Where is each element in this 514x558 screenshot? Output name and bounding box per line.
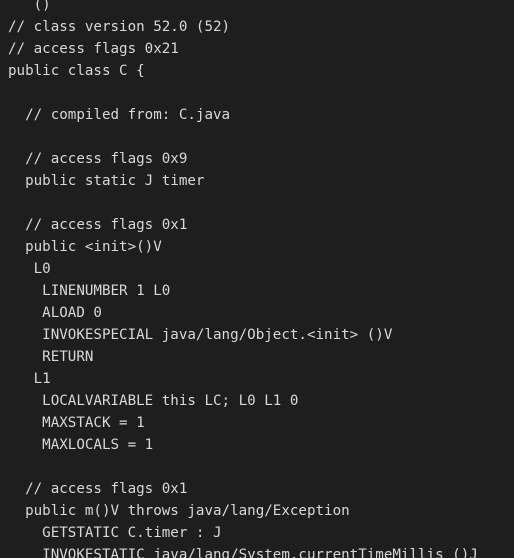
code-line-text: // access flags 0x9 <box>8 151 188 167</box>
code-line <box>8 456 478 478</box>
code-line-text: // access flags 0x1 <box>8 217 188 233</box>
code-line: ALOAD 0 <box>8 302 478 324</box>
code-line-text: LINENUMBER 1 L0 <box>8 283 171 299</box>
code-line-text: ALOAD 0 <box>8 305 102 321</box>
code-line-text: INVOKESTATIC java/lang/System.currentTim… <box>8 547 478 558</box>
code-line: // access flags 0x1 <box>8 478 478 500</box>
code-line-text: MAXLOCALS = 1 <box>8 437 154 453</box>
code-line <box>8 126 478 148</box>
code-line-text: RETURN <box>8 349 94 365</box>
code-line-text: public static J timer <box>8 173 205 189</box>
code-line: // compiled from: C.java <box>8 104 478 126</box>
code-line-text: public class C { <box>8 63 145 79</box>
code-line-text: // access flags 0x21 <box>8 41 179 57</box>
code-line-text: L0 <box>8 261 51 277</box>
code-line: INVOKESTATIC java/lang/System.currentTim… <box>8 544 478 558</box>
code-lines: () // class version 52.0 (52) // access … <box>8 0 478 558</box>
code-line: public static J timer <box>8 170 478 192</box>
code-line-text: INVOKESPECIAL java/lang/Object.<init> ()… <box>8 327 393 343</box>
code-line-text: // class version 52.0 (52) <box>8 19 231 35</box>
code-line: public m()V throws java/lang/Exception <box>8 500 478 522</box>
code-line: // class version 52.0 (52) <box>8 16 478 38</box>
code-line: public <init>()V <box>8 236 478 258</box>
code-line: () <box>8 0 478 16</box>
code-line: RETURN <box>8 346 478 368</box>
code-line-text: // access flags 0x1 <box>8 481 188 497</box>
code-line: LINENUMBER 1 L0 <box>8 280 478 302</box>
code-line: // access flags 0x1 <box>8 214 478 236</box>
code-line: GETSTATIC C.timer : J <box>8 522 478 544</box>
code-line: public class C { <box>8 60 478 82</box>
code-line-text: MAXSTACK = 1 <box>8 415 145 431</box>
code-line-text: public <init>()V <box>8 239 162 255</box>
code-line-text: // compiled from: C.java <box>8 107 231 123</box>
code-line <box>8 192 478 214</box>
code-line <box>8 82 478 104</box>
code-line: MAXSTACK = 1 <box>8 412 478 434</box>
code-line-text: LOCALVARIABLE this LC; L0 L1 0 <box>8 393 299 409</box>
code-line: L0 <box>8 258 478 280</box>
code-line-text: L1 <box>8 371 51 387</box>
code-line: L1 <box>8 368 478 390</box>
code-line: INVOKESPECIAL java/lang/Object.<init> ()… <box>8 324 478 346</box>
code-line: MAXLOCALS = 1 <box>8 434 478 456</box>
code-line-text: GETSTATIC C.timer : J <box>8 525 222 541</box>
code-line-text: () <box>8 0 51 13</box>
code-line: // access flags 0x9 <box>8 148 478 170</box>
code-line: // access flags 0x21 <box>8 38 478 60</box>
code-line-text: public m()V throws java/lang/Exception <box>8 503 350 519</box>
code-line: LOCALVARIABLE this LC; L0 L1 0 <box>8 390 478 412</box>
